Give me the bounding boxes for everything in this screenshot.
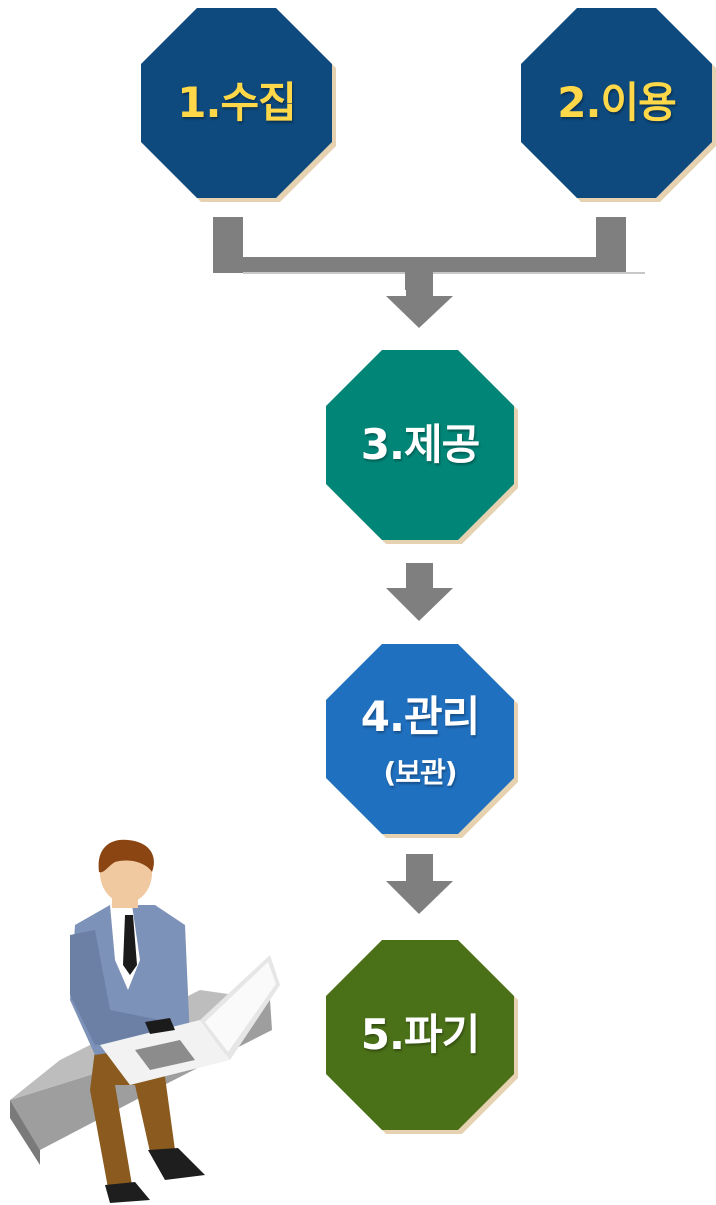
arrow-down-icon bbox=[386, 854, 453, 914]
step-4-label: 4.관리 bbox=[360, 692, 480, 741]
step-2-label: 2.이용 bbox=[557, 78, 676, 127]
merge-connector bbox=[213, 217, 645, 290]
step-3-octagon bbox=[326, 350, 518, 544]
arrow-down-icon bbox=[386, 563, 453, 621]
step-3-label: 3.제공 bbox=[360, 420, 480, 469]
step-5-label: 5.파기 bbox=[360, 1010, 480, 1059]
arrow-down-icon bbox=[386, 272, 453, 328]
step-1-label: 1.수집 bbox=[177, 78, 296, 127]
step-2-octagon bbox=[521, 8, 716, 202]
person-laptop-illustration bbox=[10, 839, 280, 1203]
step-1-octagon bbox=[141, 8, 336, 202]
step-5-octagon bbox=[326, 940, 518, 1134]
step-4-octagon bbox=[326, 644, 518, 838]
step-4-sublabel: (보관) bbox=[383, 756, 457, 789]
